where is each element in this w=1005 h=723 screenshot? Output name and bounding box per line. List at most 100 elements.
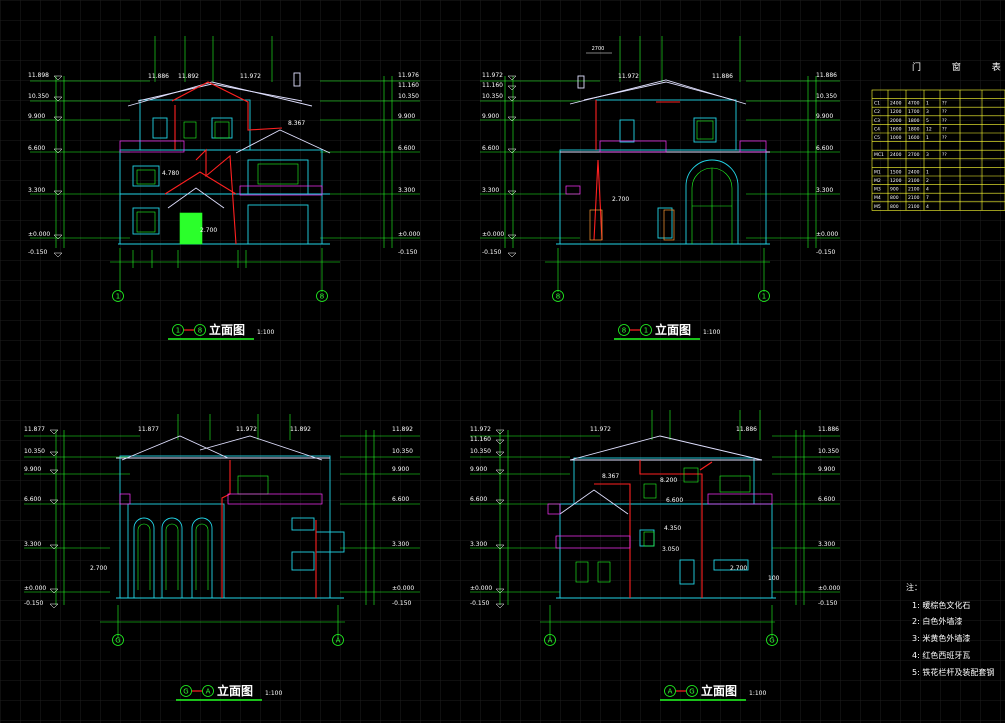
level-label: 10.350 [816, 93, 837, 100]
level-mark [53, 96, 63, 102]
table-cell: 4 [926, 204, 929, 210]
elevation-8-1[interactable] [480, 36, 840, 292]
level-mark [507, 252, 517, 258]
elevation-mark-label: 2.700 [612, 196, 629, 203]
level-label: 3.300 [470, 541, 487, 548]
level-label: 10.350 [818, 448, 839, 455]
level-label: ±0.000 [28, 231, 50, 238]
red-lines [221, 460, 317, 598]
axis-bubble-left-circle [552, 290, 564, 302]
level-mark [49, 603, 59, 609]
title-axis-right: A [206, 687, 211, 695]
table-cell: 1 [926, 101, 929, 107]
roof-level-label: 11.972 [240, 73, 261, 80]
elevation-mark-label: 8.200 [660, 477, 677, 484]
note-item: 4: 红色西班牙瓦 [912, 650, 970, 660]
table-grid [871, 89, 1005, 211]
level-label: ±0.000 [24, 585, 46, 592]
level-label: 11.160 [482, 82, 503, 89]
table-cell: ?? [942, 126, 947, 132]
table-cell: 800 [890, 195, 899, 201]
axis-bubble-left: 8 [556, 292, 560, 300]
level-label: 6.600 [392, 496, 409, 503]
balustrades [565, 140, 767, 195]
drawing-scale: 1:100 [703, 329, 720, 336]
level-lines [30, 36, 420, 292]
table-cell: ?? [942, 101, 947, 107]
table-cell: 4 [926, 187, 929, 193]
note-item: 2: 白色外墙漆 [912, 616, 962, 626]
table-cell: 2400 [890, 101, 902, 107]
level-mark [53, 252, 63, 258]
level-label: 6.600 [28, 145, 45, 152]
level-label: ±0.000 [816, 231, 838, 238]
level-label: 11.877 [24, 426, 45, 433]
title-axis-right-circle [686, 685, 698, 697]
level-label: -0.150 [818, 600, 838, 607]
table-cell: 1000 [890, 135, 902, 141]
title-axis-right: G [689, 687, 694, 695]
note-item: 3: 米黄色外墙漆 [912, 633, 970, 643]
table-cell: 900 [890, 187, 899, 193]
notes-block: 注： 1: 暖棕色文化石 2: 白色外墙漆 3: 米黄色外墙漆 4: 红色西班牙… [906, 582, 994, 677]
title-axis-right-circle [194, 324, 206, 336]
green-elements [136, 121, 299, 245]
level-label: ±0.000 [392, 585, 414, 592]
title-axis-left: A [668, 687, 673, 695]
title-axis-left-circle [180, 685, 192, 697]
table-cell: 1800 [908, 118, 920, 124]
level-label: 6.600 [818, 496, 835, 503]
title-axis-right: 1 [644, 326, 648, 334]
table-cell: 4700 [908, 101, 920, 107]
elevation-g-a[interactable] [24, 414, 420, 638]
table-cell: C2 [874, 109, 880, 115]
table-cell: M2 [874, 178, 881, 184]
elevation-mark-label: 3.050 [662, 546, 679, 553]
level-label: -0.150 [482, 249, 502, 256]
table-cell: 1600 [890, 126, 902, 132]
table-cell: 1 [926, 135, 929, 141]
title-axis-left-circle [618, 324, 630, 336]
axis-bubble-left: G [115, 636, 120, 644]
level-label: 6.600 [398, 145, 415, 152]
level-label: 6.600 [482, 145, 499, 152]
level-mark [495, 469, 505, 475]
level-label: 11.898 [28, 72, 49, 79]
table-cell: C1 [874, 101, 880, 107]
level-label: 9.900 [482, 113, 499, 120]
level-mark [507, 75, 517, 81]
table-cell: 2100 [908, 178, 920, 184]
title-axis-left: G [183, 687, 188, 695]
drawing-scale: 1:100 [749, 690, 766, 697]
balustrades [119, 140, 323, 196]
level-mark [53, 116, 63, 122]
table-cell: 2400 [908, 169, 920, 175]
level-mark [507, 96, 517, 102]
elevation-a-g[interactable] [470, 410, 840, 638]
elevation-1-8[interactable] [30, 36, 420, 292]
level-label: 11.972 [470, 426, 491, 433]
roof-level-label: 11.892 [178, 73, 199, 80]
level-mark [49, 588, 59, 594]
level-label: -0.150 [28, 249, 48, 256]
level-label: ±0.000 [470, 585, 492, 592]
table-cell: 1700 [908, 109, 920, 115]
level-label: 3.300 [398, 187, 415, 194]
level-label: 6.600 [470, 496, 487, 503]
level-label: 3.300 [816, 187, 833, 194]
level-mark [53, 190, 63, 196]
level-label: 9.900 [470, 466, 487, 473]
title-axis-left-circle [664, 685, 676, 697]
level-label: 10.350 [398, 93, 419, 100]
level-label: 11.972 [482, 72, 503, 79]
level-mark [49, 499, 59, 505]
building-outline [116, 455, 345, 599]
table-cell: ?? [942, 118, 947, 124]
level-label: 9.900 [816, 113, 833, 120]
level-label: 11.160 [398, 82, 419, 89]
table-title: 门 窗 表 [912, 61, 1005, 73]
level-mark [495, 439, 505, 445]
level-label: 6.600 [24, 496, 41, 503]
title-axis-right-circle [640, 324, 652, 336]
